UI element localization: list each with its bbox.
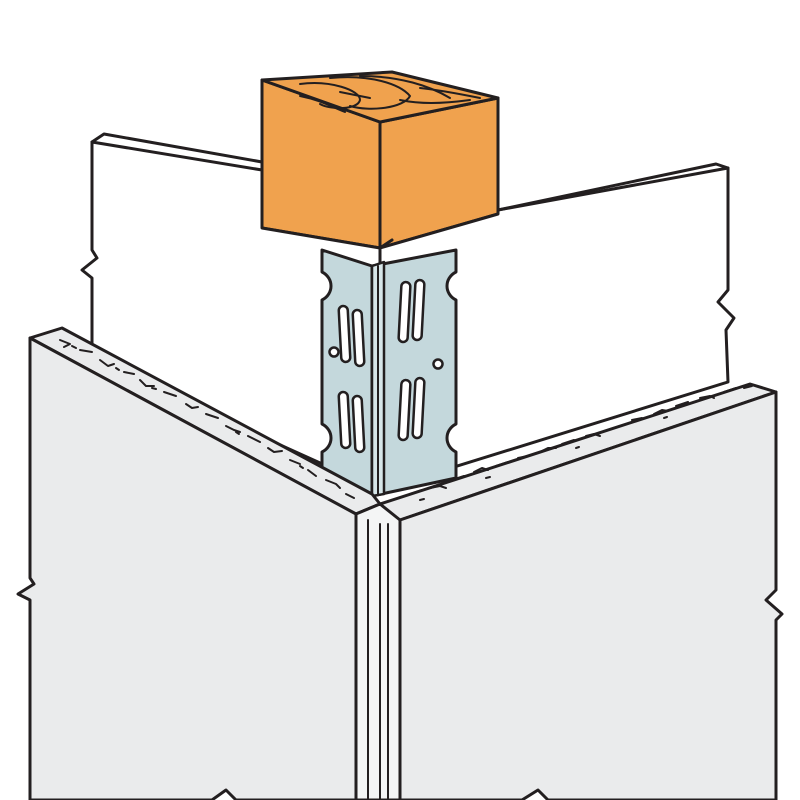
bracket-left-flange (320, 248, 374, 498)
bracket-left-slots (328, 304, 366, 454)
lower-corner-bead (354, 502, 402, 800)
wood-grain (299, 75, 481, 113)
upper-right-panel-top-edge (496, 162, 730, 212)
bracket-right-flange (370, 248, 458, 498)
lower-right-panel (398, 390, 784, 800)
upper-corner-edge (378, 238, 394, 250)
upper-left-panel-top-edge (90, 132, 264, 164)
upper-wall-panels (80, 132, 736, 492)
corner-bracket (320, 248, 458, 498)
bracket-right-slots (397, 278, 444, 442)
panel-edge-speckle (59, 339, 753, 501)
wood-stud (260, 70, 500, 250)
lower-wall-panels (16, 326, 784, 800)
